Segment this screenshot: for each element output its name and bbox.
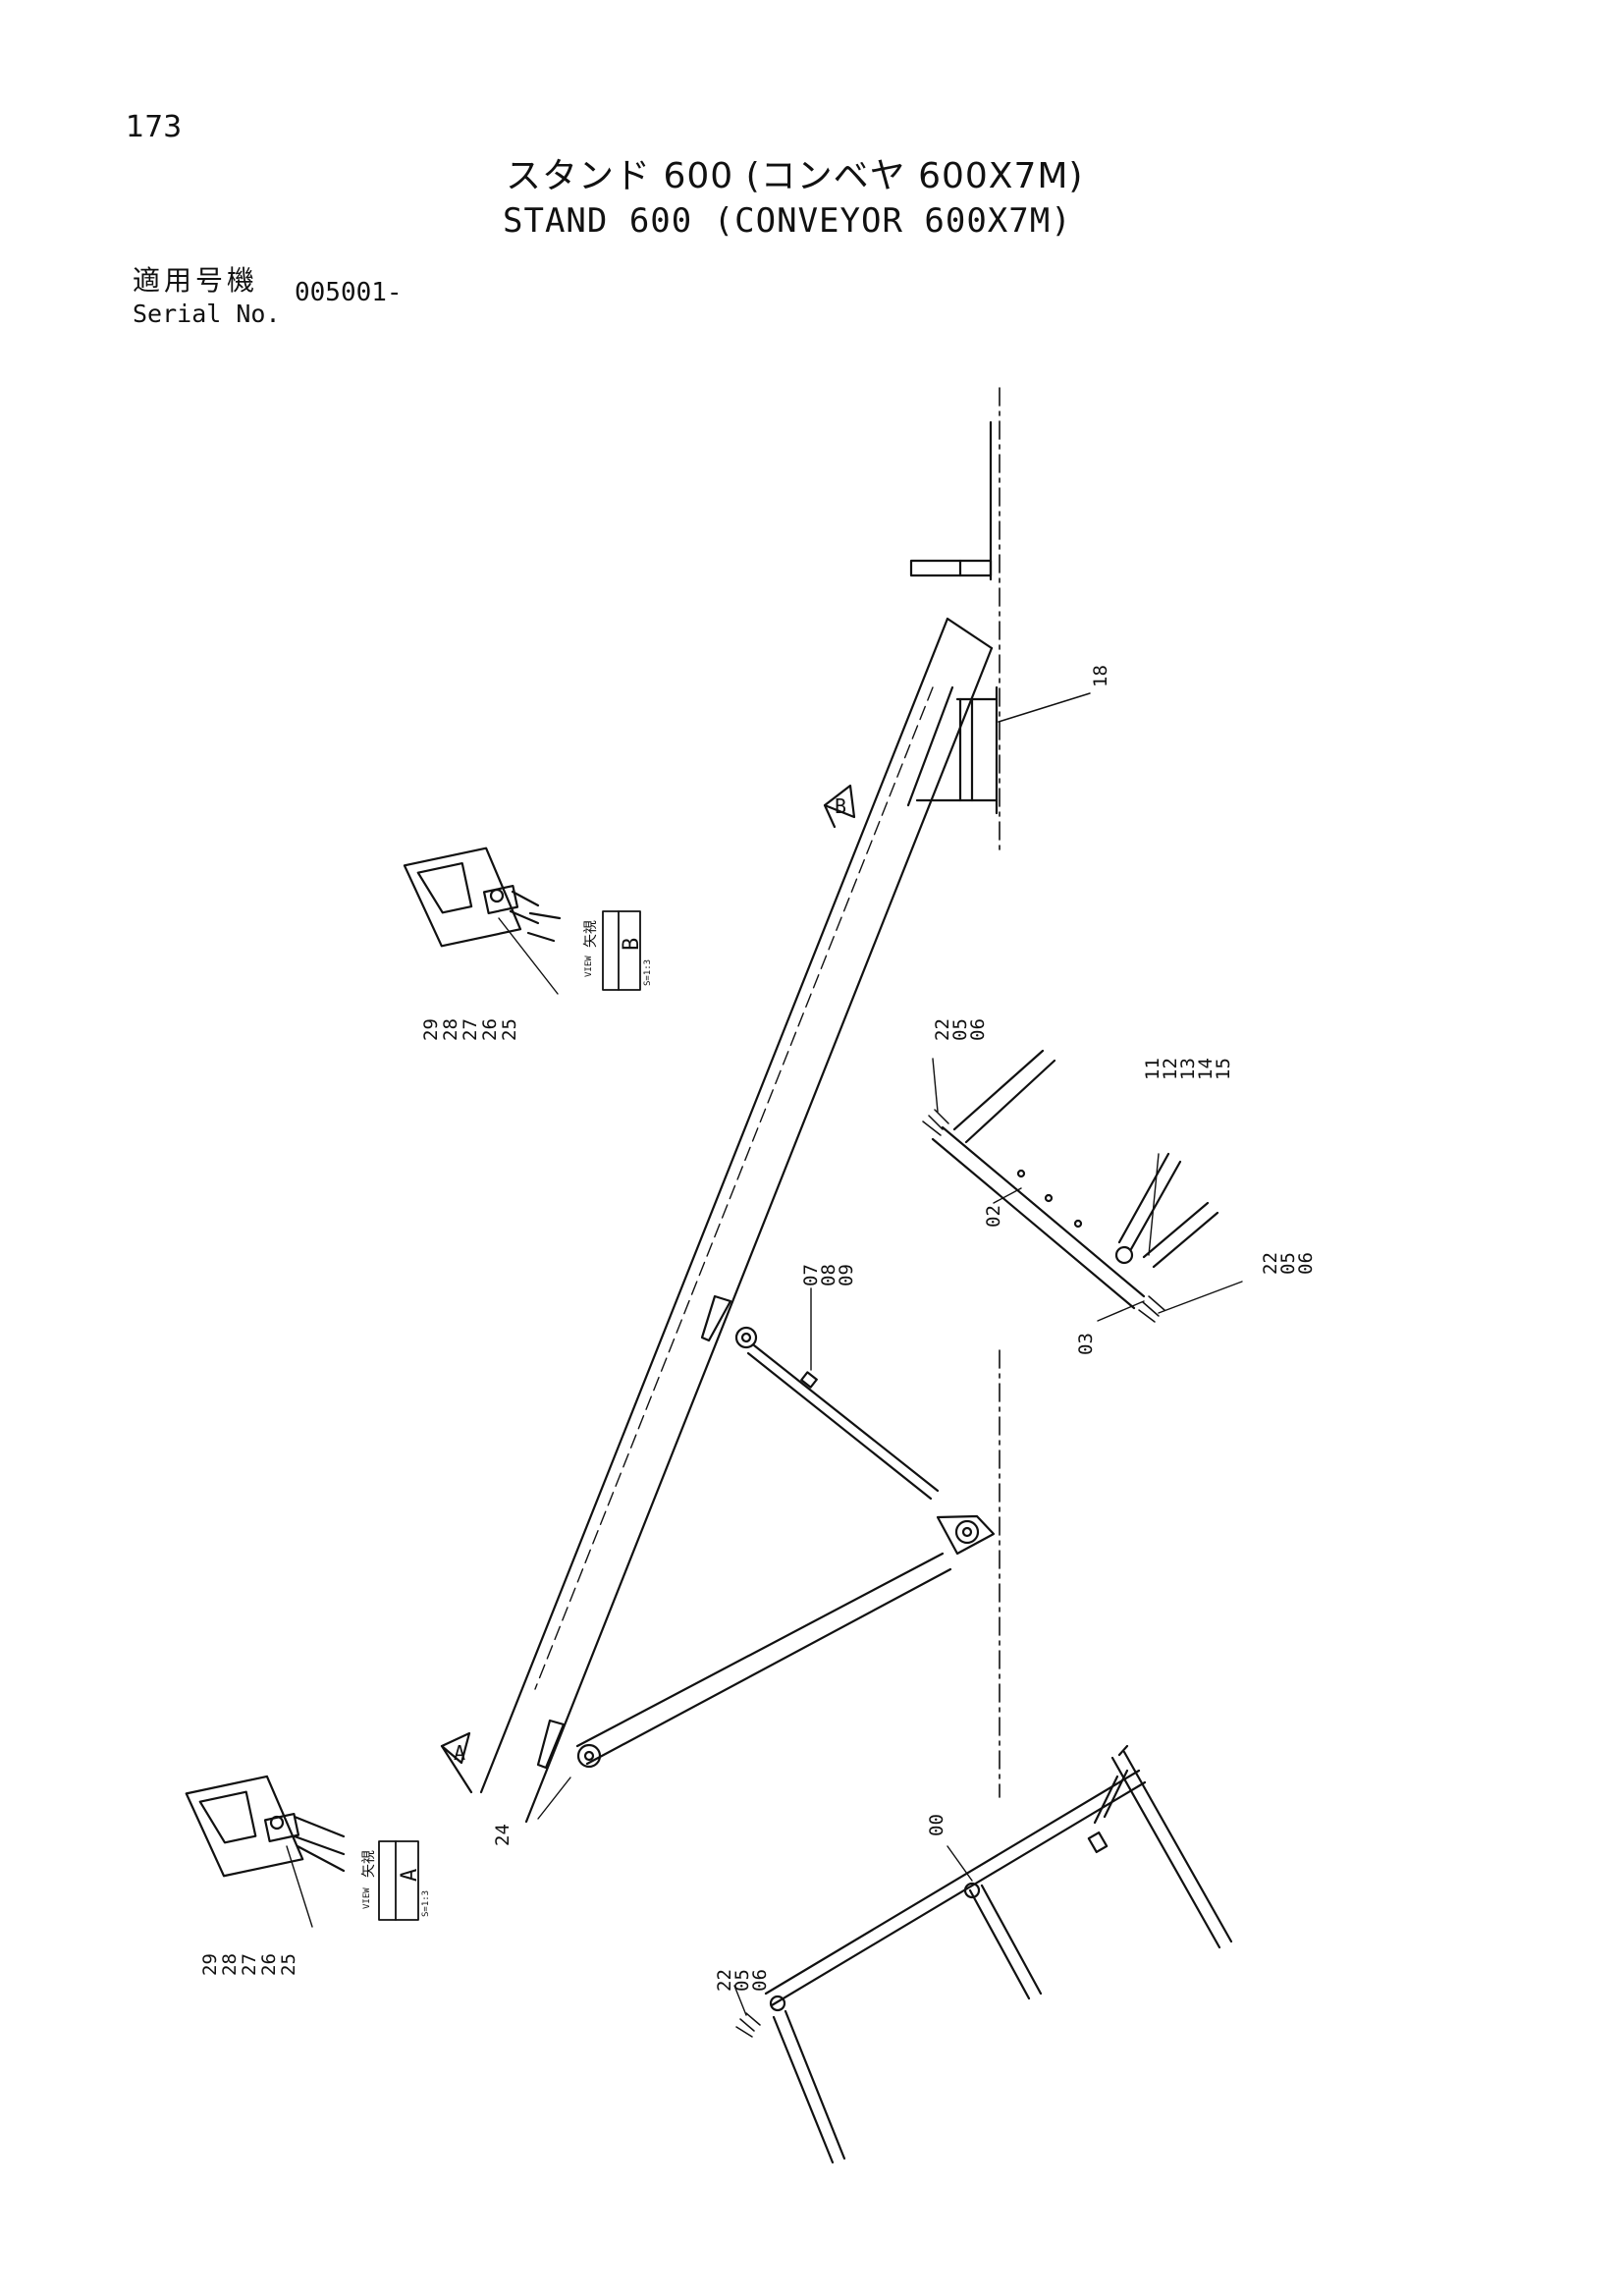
view-a-tag: 矢視 VIEW A S=1:3 [361, 1840, 431, 1921]
callout-05a: 05 [949, 1018, 971, 1041]
callout-03: 03 [1075, 1333, 1097, 1355]
view-b-tag-scale: S=1:3 [643, 959, 653, 986]
view-b-part-29: 29 [420, 1018, 442, 1041]
view-b-tag-letter: B [620, 938, 644, 951]
view-a-tag-scale: S=1:3 [421, 1890, 431, 1917]
crossbeam-detail [922, 1049, 1243, 1323]
callout-06a: 06 [967, 1018, 989, 1041]
callout-group-22-top: 22 05 06 [932, 1018, 989, 1041]
callout-08: 08 [818, 1264, 839, 1286]
callout-14: 14 [1195, 1058, 1217, 1080]
view-a-tag-japanese: 矢視 [361, 1850, 377, 1878]
callout-09: 09 [836, 1264, 857, 1286]
page-title-japanese: スタンド 600 (コンベヤ 600X7M) [506, 156, 1084, 196]
view-a-part-29: 29 [199, 1953, 221, 1976]
callout-22a: 22 [932, 1018, 953, 1041]
callout-labels: 18 24 02 03 00 07 08 09 22 05 06 11 12 1… [199, 665, 1317, 1992]
callout-group-22-bottom: 22 05 06 [714, 1969, 771, 1992]
page-title-english: STAND 600 (CONVEYOR 600X7M) [503, 201, 1072, 241]
view-a-part-26: 26 [258, 1953, 280, 1976]
view-b-marker: B [823, 784, 856, 829]
callout-05b: 05 [1277, 1252, 1299, 1275]
callout-18: 18 [1090, 665, 1111, 687]
strut-assembly [536, 1294, 996, 1820]
view-a-part-28: 28 [219, 1953, 241, 1976]
serial-label-english: Serial No. [133, 300, 281, 328]
callout-07: 07 [800, 1264, 822, 1286]
callout-15: 15 [1213, 1058, 1234, 1080]
serial-number-value: 005001- [295, 278, 403, 307]
callout-05c: 05 [731, 1969, 753, 1992]
callout-11: 11 [1142, 1058, 1163, 1080]
view-b-tag-view: VIEW [584, 956, 594, 977]
view-a-tag-letter: A [398, 1869, 422, 1882]
view-b-tag-japanese: 矢視 [583, 920, 599, 948]
callout-06c: 06 [749, 1969, 771, 1992]
view-b-part-25: 25 [499, 1018, 520, 1041]
serial-label-japanese: 適用号機 [133, 264, 259, 297]
callout-group-11: 11 12 13 14 15 [1142, 1058, 1234, 1080]
callout-00: 00 [926, 1814, 947, 1836]
view-a-part-numbers: 29 28 27 26 25 [199, 1953, 299, 1976]
view-b-part-numbers: 29 28 27 26 25 [420, 1018, 520, 1041]
callout-22c: 22 [714, 1969, 735, 1992]
view-b-part-28: 28 [440, 1018, 461, 1041]
view-b-detail [403, 847, 562, 995]
view-b-part-27: 27 [460, 1018, 481, 1041]
page-number: 173 [126, 110, 183, 144]
view-a-tag-view: VIEW [362, 1887, 372, 1909]
callout-13: 13 [1177, 1058, 1199, 1080]
view-a-marker: A [440, 1731, 473, 1794]
view-a-part-25: 25 [278, 1953, 299, 1976]
callout-24: 24 [492, 1824, 514, 1846]
base-frame-detail [733, 1744, 1233, 2164]
support-bracket-18 [906, 685, 1091, 815]
upper-bracket [909, 420, 993, 581]
callout-12: 12 [1160, 1058, 1181, 1080]
callout-22b: 22 [1260, 1252, 1281, 1275]
conveyor-frame [479, 617, 994, 1824]
callout-group-22-right: 22 05 06 [1260, 1252, 1317, 1275]
view-a-part-27: 27 [239, 1953, 260, 1976]
callout-02: 02 [983, 1205, 1004, 1228]
callout-06b: 06 [1295, 1252, 1317, 1275]
view-a-marker-label: A [454, 1741, 465, 1765]
callout-group-07: 07 08 09 [800, 1264, 857, 1371]
view-a-detail [185, 1775, 346, 1928]
view-b-tag: 矢視 VIEW B S=1:3 [583, 910, 653, 991]
view-b-marker-label: B [835, 794, 846, 818]
view-b-part-26: 26 [479, 1018, 501, 1041]
